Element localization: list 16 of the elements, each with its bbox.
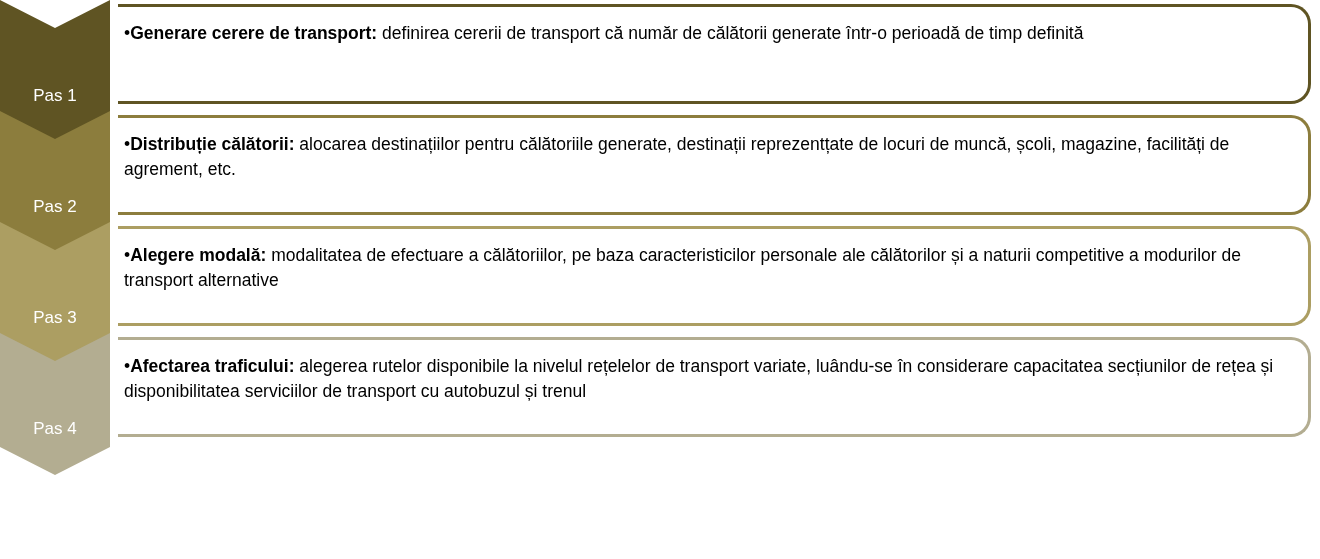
- description-box: [118, 115, 1311, 215]
- chevron-step: [0, 111, 110, 253]
- chevron-step: [0, 0, 110, 142]
- description-box: [118, 226, 1311, 326]
- description-text: •Alegere modală: modalitatea de efectuare a călătoriilor, pe baza caracteristicilor personale ale călătorilor și a naturii competitive a modurilor de transport alternative: [124, 244, 1242, 292]
- description-box: [118, 4, 1311, 104]
- chevron-step: [0, 333, 110, 475]
- step-label: Pas 1: [32, 86, 78, 106]
- description-box: [118, 337, 1311, 437]
- step-label: Pas 4: [32, 419, 78, 439]
- description-text: •Distribuție călătorii: alocarea destinațiilor pentru călătoriile generate, destinații reprezentțate de locuri de muncă, școli, magazine, facilități de agrement, etc.: [124, 133, 1231, 181]
- description-text: •Afectarea traficului: alegerea rutelor disponibile la nivelul rețelelor de transport variate, luându-se în considerare capacitatea secțiunilor de rețea și disponibilitatea serviciilor de transport cu autobuzul și trenul: [124, 355, 1275, 403]
- step-label: Pas 3: [32, 308, 78, 328]
- chevron-step: [0, 222, 110, 364]
- description-text: •Generare cerere de transport: definirea cererii de transport că număr de călătorii generate într-o perioadă de timp definită: [124, 22, 1085, 45]
- step-label: Pas 2: [32, 197, 78, 217]
